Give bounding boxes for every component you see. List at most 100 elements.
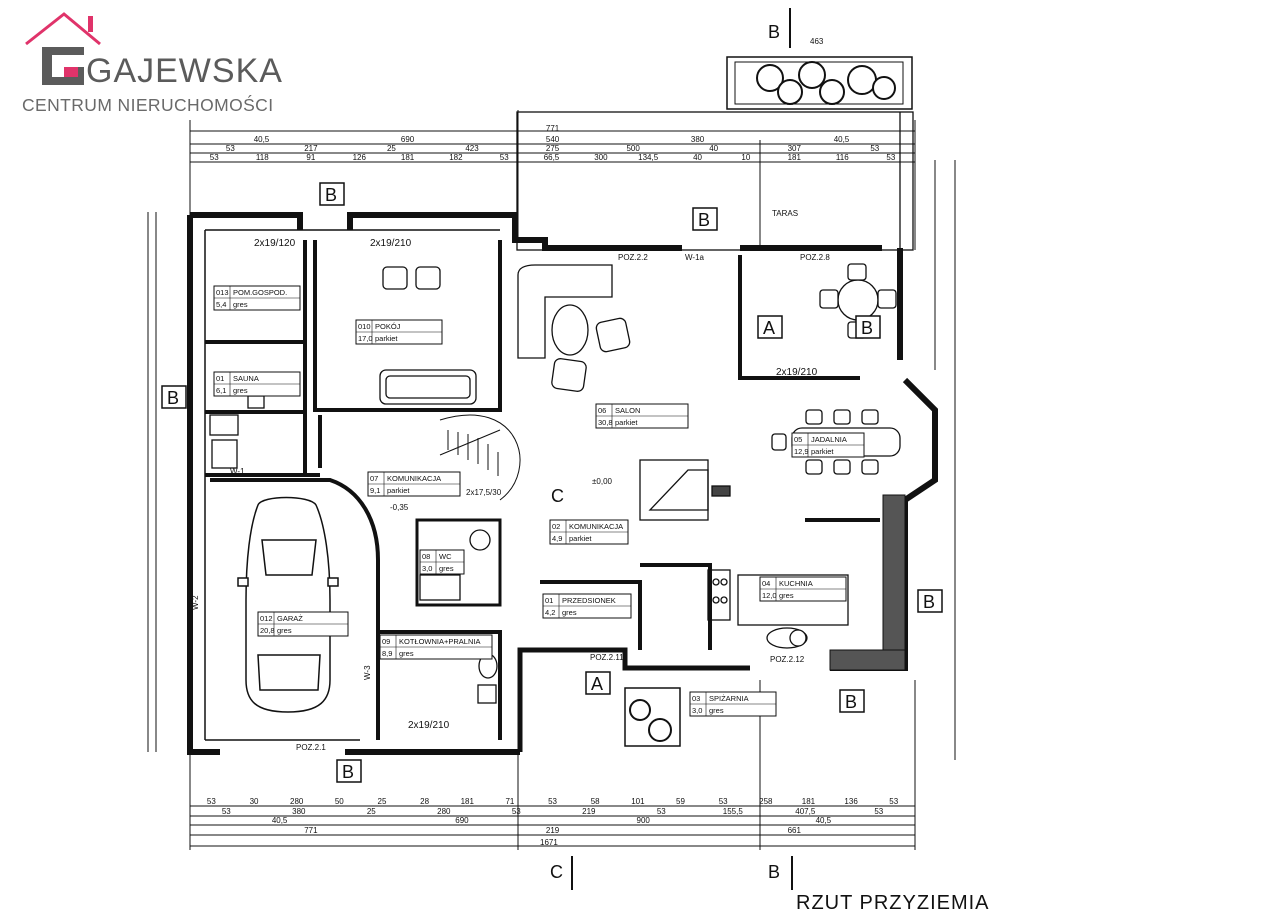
section-mark-b-7: B — [342, 762, 354, 782]
dimension-value: 280 — [290, 797, 304, 806]
dimension-value: 40 — [693, 153, 702, 162]
house-roof-logo-icon — [25, 12, 101, 85]
dimension-value: 25 — [378, 797, 387, 806]
dimension-value: 53 — [226, 144, 235, 153]
dimension-value: 280 — [437, 807, 451, 816]
dimension-value: 53 — [886, 153, 895, 162]
dimension-value: 380 — [691, 135, 705, 144]
dimension-value: 58 — [591, 797, 600, 806]
room-number: 02 — [552, 522, 560, 531]
brand-name: GAJEWSKA — [86, 52, 283, 90]
room-floor: parkiet — [375, 334, 398, 343]
room-name: SALON — [615, 406, 640, 415]
dimension-value: 900 — [637, 816, 651, 825]
room-number: 010 — [358, 322, 371, 331]
room-name: GARAŻ — [277, 614, 303, 623]
label-door-210-a: 2x19/210 — [370, 238, 412, 249]
room-name: PRZEDSIONEK — [562, 596, 616, 605]
dimension-lines — [147, 110, 956, 850]
section-mark-a-1: A — [763, 318, 775, 338]
label-w2: W-2 — [191, 595, 200, 610]
dimension-value: 25 — [387, 144, 396, 153]
room-floor: parkiet — [569, 534, 592, 543]
label-door-120: 2x19/120 — [254, 238, 296, 249]
dimension-value: 53 — [870, 144, 879, 153]
room-number: 03 — [692, 694, 700, 703]
room-area: 8,9 — [382, 649, 392, 658]
room-name: SAUNA — [233, 374, 259, 383]
room-number: 01 — [545, 596, 553, 605]
dimension-value: 40 — [709, 144, 718, 153]
dimension-value: 40,5 — [254, 135, 270, 144]
room-number: 04 — [762, 579, 770, 588]
dimension-value: 407,5 — [795, 807, 816, 816]
room-number: 013 — [216, 288, 229, 297]
room-area: 30,8 — [598, 418, 613, 427]
label-level2: -0,35 — [390, 503, 409, 512]
dimension-value: 71 — [505, 797, 514, 806]
room-area: 20,8 — [260, 626, 275, 635]
dimension-value: 40,5 — [272, 816, 288, 825]
room-area: 9,1 — [370, 486, 380, 495]
dimension-value: 53 — [548, 797, 557, 806]
hatched-wall-south — [829, 649, 906, 671]
label-stairs: 2x17,5/30 — [466, 488, 502, 497]
hatched-wall — [882, 494, 906, 671]
dimension-value: 50 — [335, 797, 344, 806]
dimension-value: 771 — [304, 826, 318, 835]
terrace — [516, 111, 914, 260]
label-w1: W-1 — [230, 467, 245, 476]
room-area: 12,0 — [762, 591, 777, 600]
room-area: 3,0 — [692, 706, 702, 715]
dimension-value: 155,5 — [723, 807, 744, 816]
dimension-value: 219 — [582, 807, 596, 816]
room-area: 6,1 — [216, 386, 226, 395]
section-mark-b-bottom: B — [768, 856, 793, 890]
label-poz22: POZ.2.2 — [618, 253, 648, 262]
room-floor: gres — [233, 300, 248, 309]
interior-walls — [205, 240, 880, 740]
room-floor: parkiet — [387, 486, 410, 495]
dimension-value: 181 — [788, 153, 802, 162]
room-number: 05 — [794, 435, 802, 444]
stairs — [439, 414, 521, 501]
section-mark-b-2: B — [698, 210, 710, 230]
car-icon — [237, 496, 339, 713]
dimension-value: 300 — [594, 153, 608, 162]
dimension-value: 91 — [306, 153, 315, 162]
label-w1a: W-1a — [685, 253, 705, 262]
dimension-value: 219 — [546, 826, 560, 835]
room-floor: gres — [562, 608, 577, 617]
dimension-value: 217 — [304, 144, 318, 153]
dimension-value: 53 — [719, 797, 728, 806]
room-floor: gres — [233, 386, 248, 395]
room-number: 07 — [370, 474, 378, 483]
label-poz212: POZ.2.12 — [770, 655, 805, 664]
dimension-value: 181 — [461, 797, 475, 806]
room-number: 012 — [260, 614, 273, 623]
dimension-value: 134,5 — [638, 153, 659, 162]
section-mark-b-3: B — [167, 388, 179, 408]
furniture — [209, 263, 901, 704]
dimension-value: 53 — [207, 797, 216, 806]
misc-labels: TARAS POZ.2.2 POZ.2.8 POZ.2.1 POZ.2.11 P… — [191, 37, 830, 752]
room-name: SPIŻARNIA — [709, 694, 749, 703]
room-name: POKÓJ — [375, 322, 401, 331]
dimension-value: 540 — [546, 135, 560, 144]
label-w3: W-3 — [363, 665, 372, 680]
dimension-value: 771 — [546, 124, 560, 133]
dimension-total: 1671 — [540, 838, 558, 847]
room-floor: parkiet — [811, 447, 834, 456]
section-marks: B B B B A B C B A B B C B — [161, 8, 943, 890]
